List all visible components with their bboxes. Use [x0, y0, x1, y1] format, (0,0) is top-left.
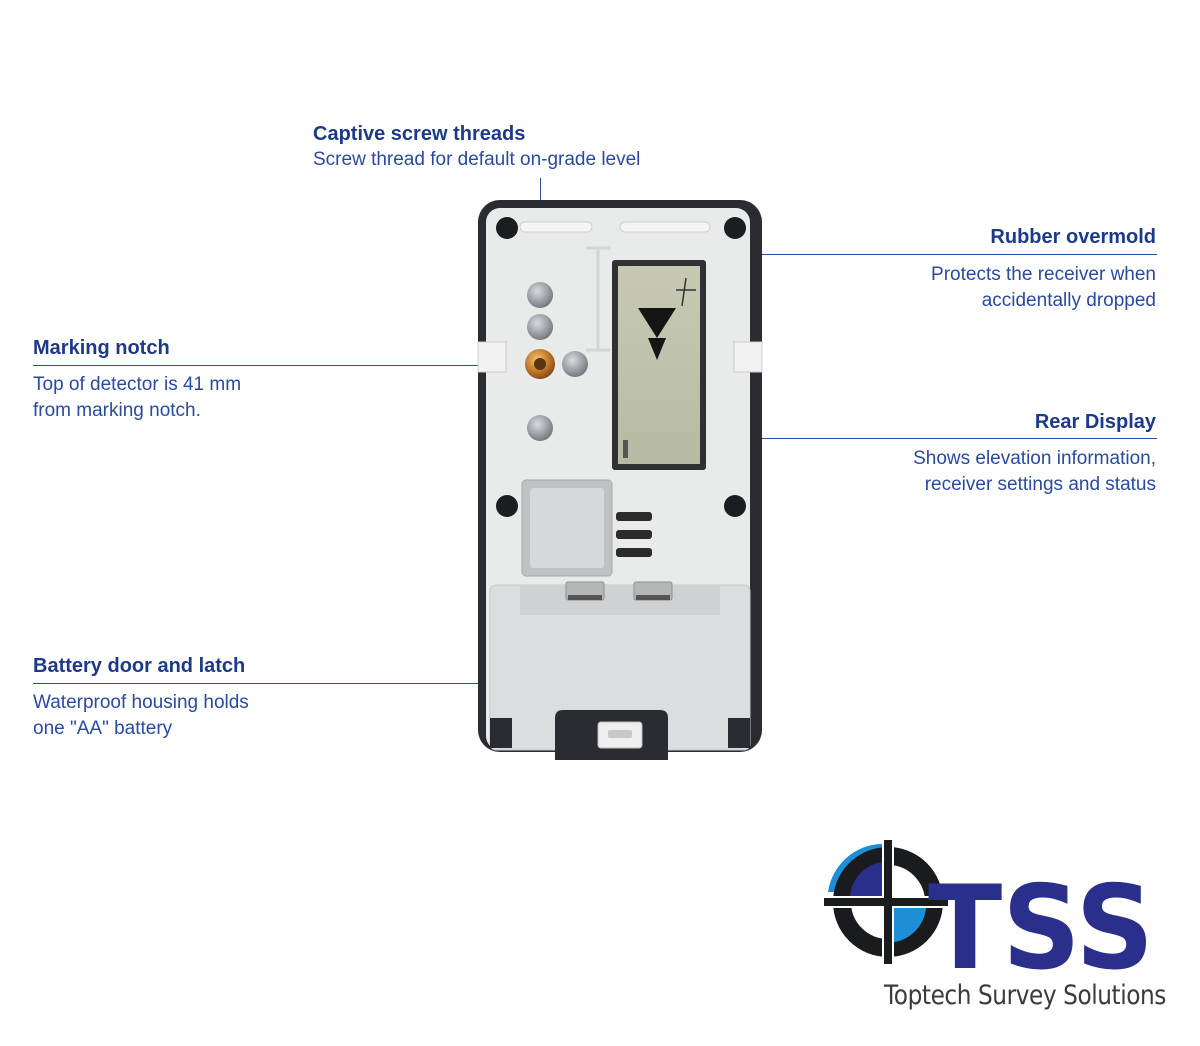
marking-notch-right: [733, 341, 763, 373]
rear-display-screen: [618, 266, 700, 464]
callout-description-line: Top of detector is 41 mm: [33, 374, 242, 395]
leader-line-display: [686, 438, 1157, 439]
callout-title: Rubber overmold: [990, 226, 1156, 248]
battery-clip-shadow: [636, 595, 670, 600]
corner-hole: [496, 495, 518, 517]
display-arrow-icon: [638, 308, 676, 338]
top-ridge: [519, 221, 593, 233]
battery-latch-slot: [608, 730, 632, 738]
tss-logo: TSS: [822, 834, 1154, 980]
marking-notch-left: [477, 341, 507, 373]
callout-marking-notch: Marking notch: [33, 335, 170, 361]
callout-title: Rear Display: [1034, 411, 1156, 433]
sensor-window-inner: [530, 488, 604, 568]
contact-strip: [616, 512, 652, 521]
callout-description-line: from marking notch.: [33, 400, 201, 421]
callout-battery-door-desc: Waterproof housing holds one "AA" batter…: [33, 690, 249, 742]
callout-marking-notch-desc: Top of detector is 41 mm from marking no…: [33, 372, 241, 424]
contact-strip: [616, 530, 652, 539]
captive-screw-hole: [534, 358, 546, 370]
callout-description-line: Waterproof housing holds: [33, 692, 249, 713]
logo-crosshair-bar: [884, 840, 892, 964]
callout-description-line: Shows elevation information,: [913, 448, 1156, 469]
top-ridge: [619, 221, 711, 233]
callout-description-line: Protects the receiver when: [931, 264, 1156, 285]
laser-receiver-illustration: [477, 200, 763, 760]
grey-button: [527, 282, 553, 308]
callout-captive-screw: Captive screw threads Screw thread for d…: [313, 121, 640, 173]
callout-battery-door: Battery door and latch: [33, 653, 245, 679]
callout-description-line: receiver settings and status: [924, 474, 1156, 495]
display-arrow-icon: [648, 338, 666, 360]
callout-description: Screw thread for default on-grade level: [313, 149, 641, 170]
callout-rear-display-desc: Shows elevation information, receiver se…: [913, 446, 1156, 498]
display-plus-icon: [681, 277, 687, 307]
battery-door-top: [520, 585, 720, 615]
display-indicator: [623, 440, 628, 458]
grey-button: [527, 314, 553, 340]
callout-rubber-overmold-desc: Protects the receiver when accidentally …: [931, 262, 1156, 314]
callout-rear-display: Rear Display: [1035, 409, 1156, 435]
leader-line-battery: [33, 683, 511, 684]
corner-hole: [496, 217, 518, 239]
logo-quadrant: [850, 862, 882, 896]
corner-hole: [724, 217, 746, 239]
callout-description-line: one "AA" battery: [33, 718, 173, 739]
grey-button: [527, 415, 553, 441]
callout-title: Marking notch: [33, 337, 170, 359]
logo-quadrant: [894, 908, 926, 942]
leader-line-overmold: [758, 254, 1157, 255]
callout-description-line: accidentally dropped: [981, 290, 1156, 311]
corner-hole: [724, 495, 746, 517]
logo-subtitle: Toptech Survey Solutions: [884, 980, 1166, 1011]
callout-rubber-overmold: Rubber overmold: [990, 224, 1156, 250]
contact-strip: [616, 548, 652, 557]
battery-clip-shadow: [568, 595, 602, 600]
logo-letters: TSS: [928, 861, 1154, 980]
door-foot: [728, 718, 750, 748]
callout-title: Battery door and latch: [33, 655, 246, 677]
grey-button: [562, 351, 588, 377]
leader-line-notch: [33, 365, 483, 366]
callout-title: Captive screw threads: [313, 123, 526, 145]
door-foot: [490, 718, 512, 748]
